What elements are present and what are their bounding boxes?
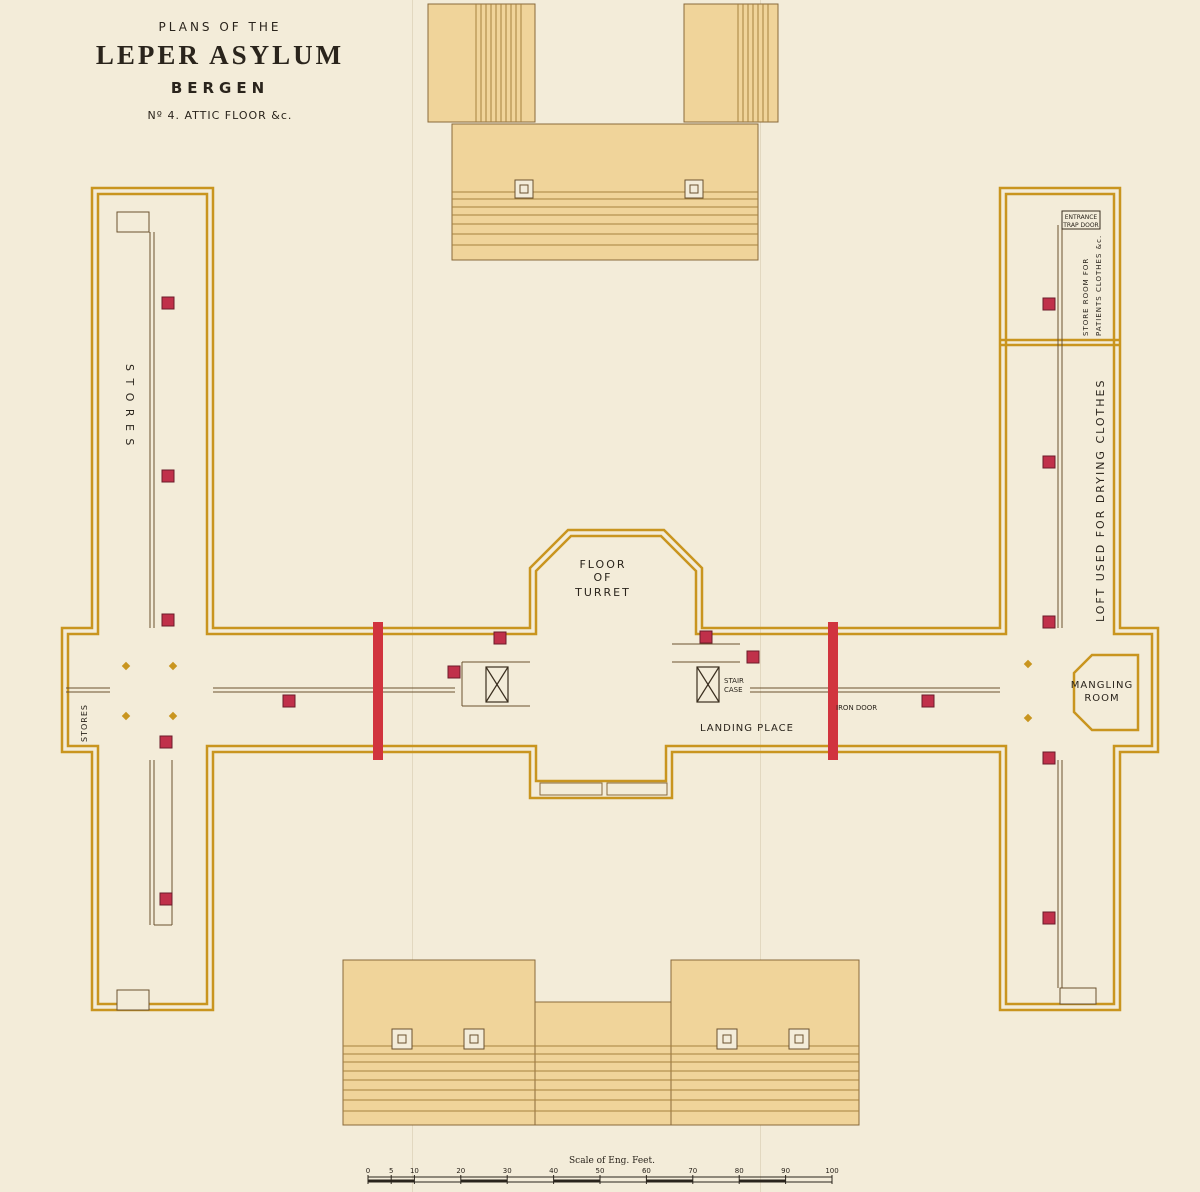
scale-tick-label: 100 bbox=[825, 1167, 838, 1175]
label-stair-2: CASE bbox=[724, 686, 743, 694]
scale-tick-label: 40 bbox=[549, 1167, 558, 1175]
staircases bbox=[485, 666, 720, 703]
scale-tick-label: 30 bbox=[503, 1167, 512, 1175]
label-iron-door: IRON DOOR bbox=[836, 704, 877, 712]
scale-tick-label: 60 bbox=[642, 1167, 651, 1175]
scale-tick-label: 90 bbox=[781, 1167, 790, 1175]
iron-doors bbox=[373, 622, 838, 760]
scale-tick-label: 80 bbox=[735, 1167, 744, 1175]
label-store-room-2: PATIENTS CLOTHES &c. bbox=[1095, 235, 1103, 336]
label-store-room-1: STORE ROOM FOR bbox=[1082, 258, 1090, 336]
scale-tick-label: 20 bbox=[456, 1167, 465, 1175]
fold-line bbox=[412, 0, 413, 1192]
fold-line bbox=[760, 0, 761, 1192]
scale-segment bbox=[739, 1179, 786, 1182]
bottom-roof-section bbox=[342, 959, 860, 1126]
building-walls bbox=[60, 186, 1160, 1012]
partitions bbox=[66, 225, 1063, 988]
label-stores-end: STORES bbox=[80, 704, 89, 742]
label-stores-left: S T O R E S bbox=[123, 364, 136, 447]
label-trap-1: ENTRANCE bbox=[1065, 214, 1098, 221]
trap-door: ENTRANCE TRAP DOOR bbox=[1061, 210, 1101, 230]
label-mangling-2: ROOM bbox=[1084, 693, 1119, 704]
label-turret-3: TURRET bbox=[574, 586, 631, 599]
scale-tick-label: 10 bbox=[410, 1167, 419, 1175]
title-leper-asylum: LEPER ASYLUM bbox=[95, 40, 345, 70]
scale-segment bbox=[646, 1179, 693, 1182]
scale-title: Scale of Eng. Feet. bbox=[569, 1156, 655, 1166]
label-turret-2: OF bbox=[594, 571, 613, 584]
scale-segment bbox=[368, 1179, 415, 1182]
label-turret-1: FLOOR bbox=[579, 558, 626, 571]
turret-base bbox=[539, 782, 668, 796]
label-mangling-1: MANGLING bbox=[1071, 680, 1133, 691]
label-stair-1: STAIR bbox=[724, 677, 744, 685]
label-landing-place: LANDING PLACE bbox=[700, 723, 794, 734]
title-bergen: BERGEN bbox=[170, 79, 270, 97]
beam-posts bbox=[121, 659, 1033, 723]
sheet-number: Nº 4. ATTIC FLOOR &c. bbox=[147, 109, 293, 122]
title-plans-of-the: PLANS OF THE bbox=[158, 20, 282, 34]
scale-tick-label: 0 bbox=[366, 1167, 370, 1175]
scale-ticks: 0 5 10 20 30 40 50 60 70 80 90 100 bbox=[366, 1167, 839, 1184]
title-block: PLANS OF THE LEPER ASYLUM BERGEN Nº 4. A… bbox=[40, 20, 400, 122]
label-trap-2: TRAP DOOR bbox=[1062, 222, 1098, 229]
scale-tick-label: 70 bbox=[688, 1167, 697, 1175]
chimney-stacks bbox=[159, 296, 1056, 925]
mangling-room-walls bbox=[1072, 653, 1140, 732]
top-roof-section bbox=[427, 3, 779, 261]
scale-tick-label: 50 bbox=[596, 1167, 605, 1175]
scale-tick-label: 5 bbox=[389, 1167, 393, 1175]
hatches bbox=[116, 211, 1097, 1011]
label-drying-loft: LOFT USED FOR DRYING CLOTHES bbox=[1094, 379, 1107, 622]
scale-bar: Scale of Eng. Feet. 0 5 10 20 30 40 50 60 70 80 90… bbox=[366, 1156, 839, 1184]
scale-segment bbox=[460, 1179, 508, 1182]
scale-segment bbox=[553, 1179, 600, 1182]
